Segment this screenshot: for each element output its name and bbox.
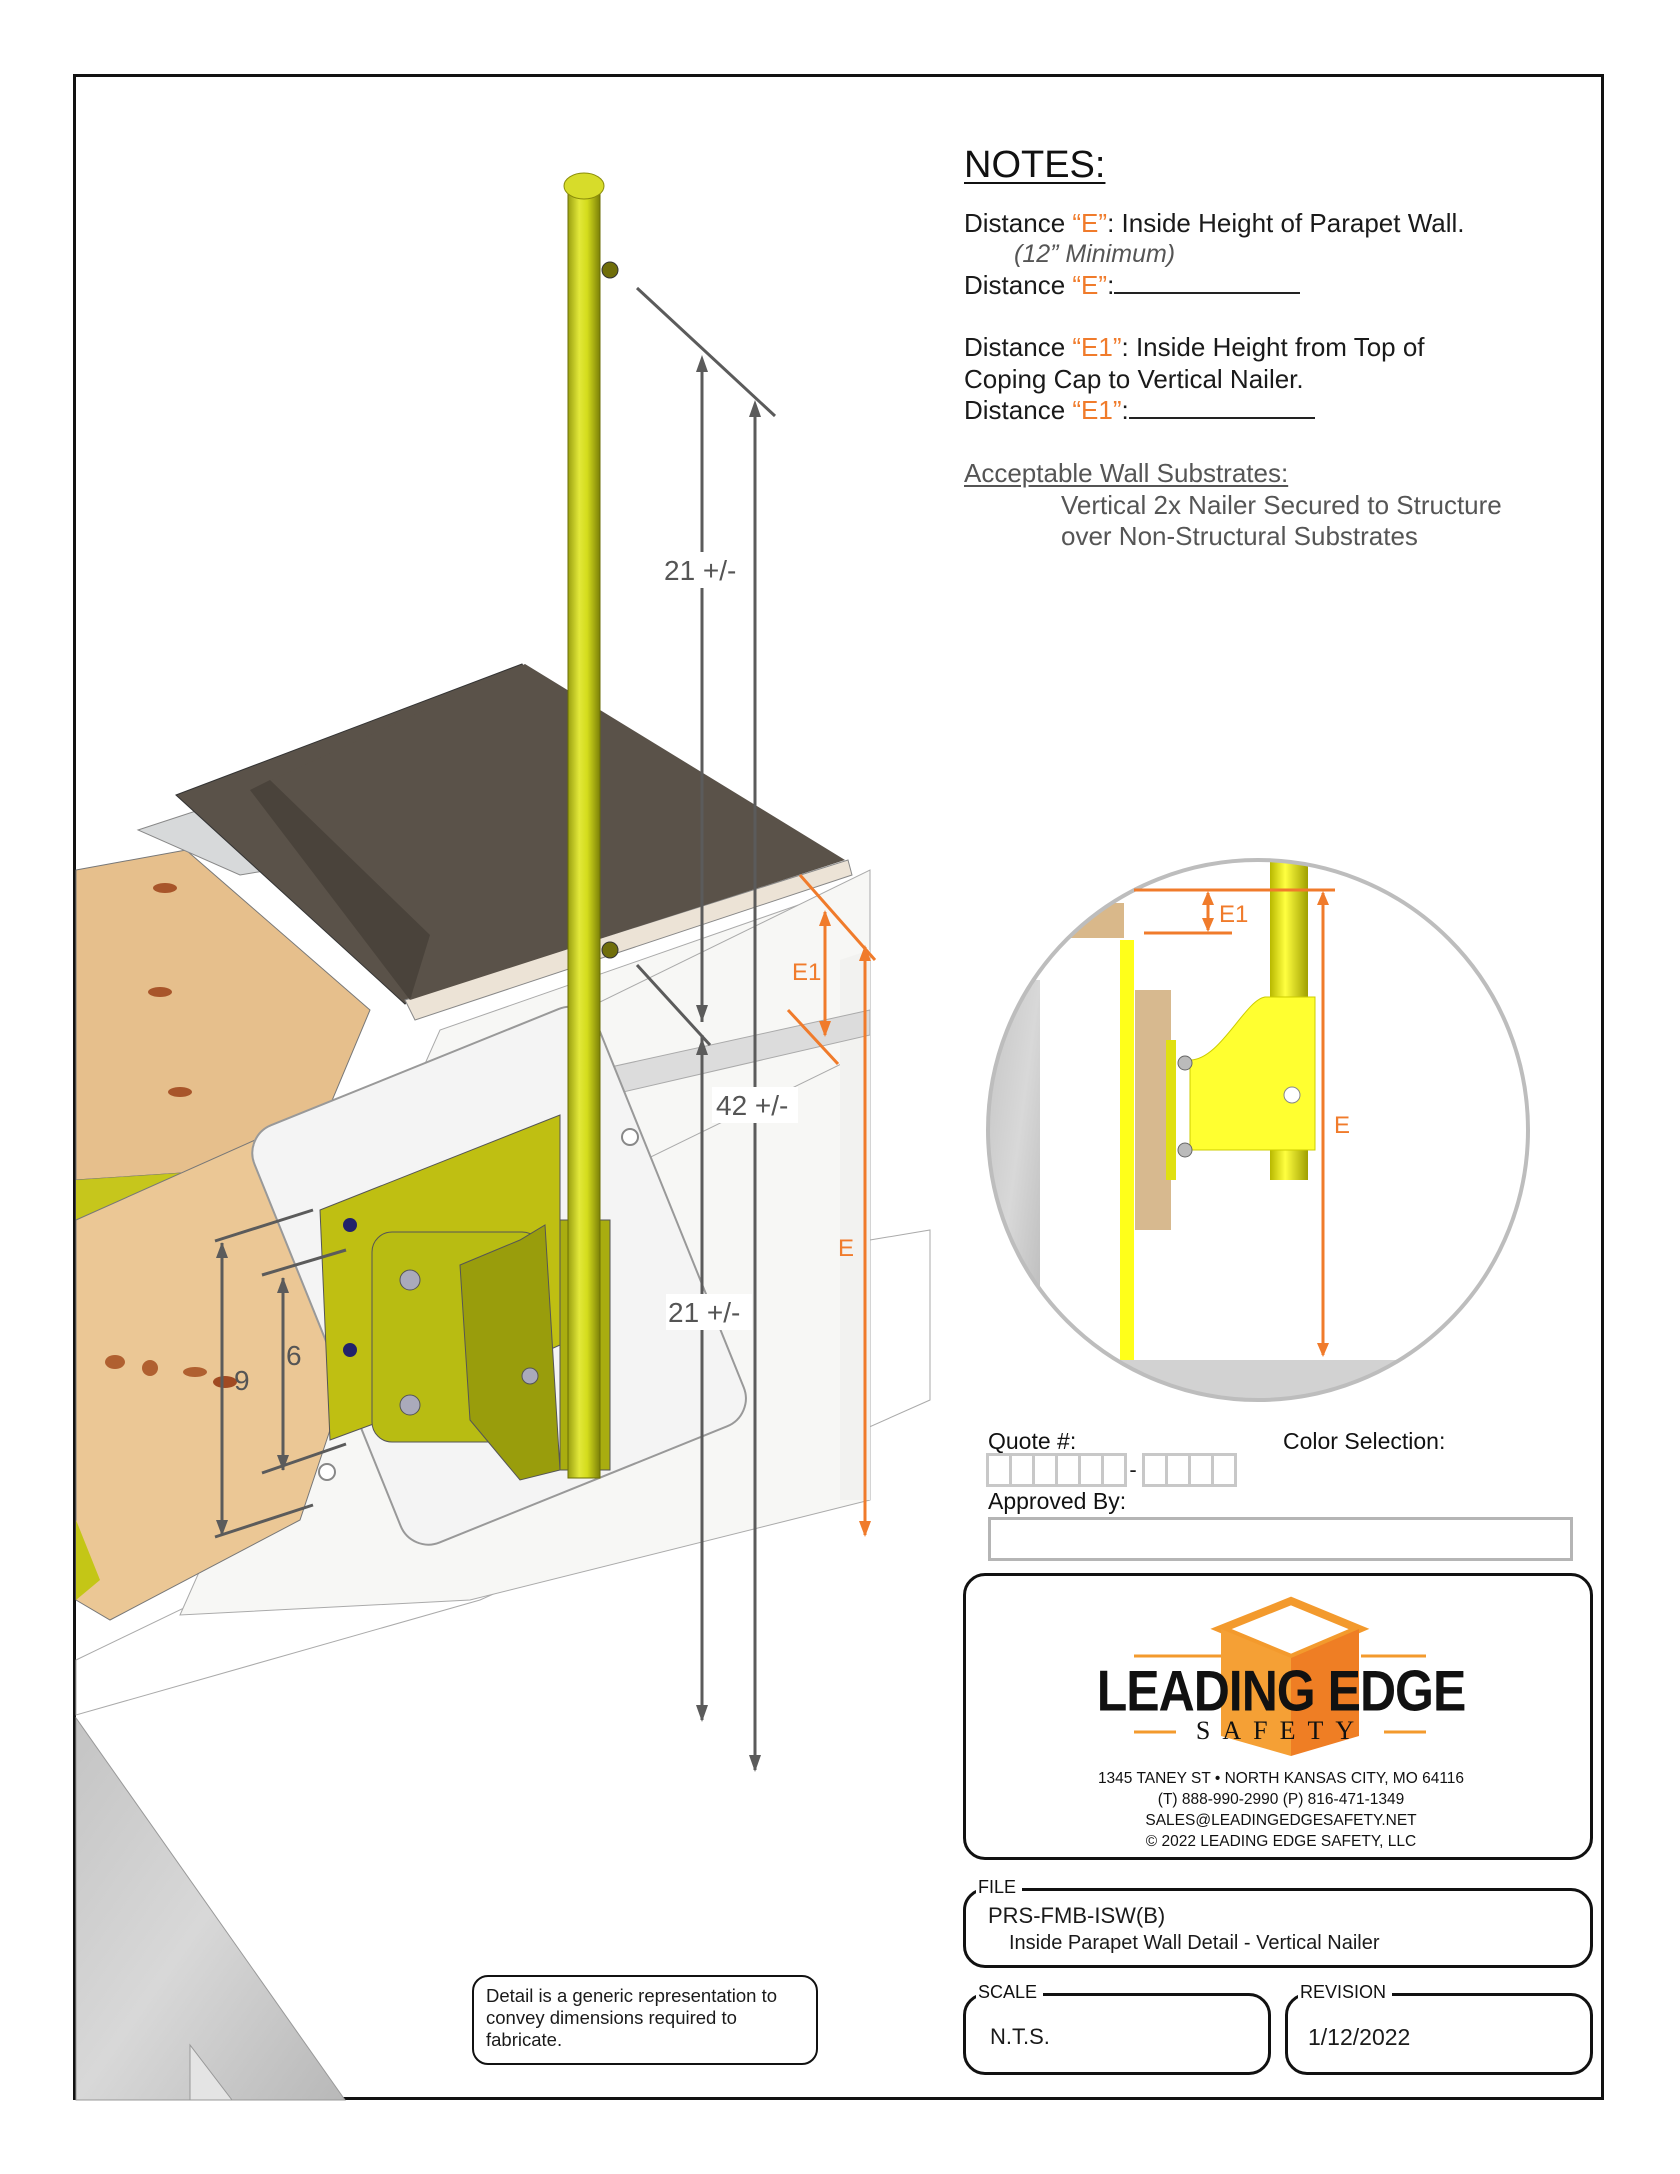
e1-fill-blank[interactable] <box>1128 397 1315 419</box>
dim-plate-outer: 9 <box>234 1365 250 1396</box>
company-logo-block: LEADING EDGE SAFETY 1345 TANEY ST • NORT… <box>963 1573 1593 1860</box>
contact-info: 1345 TANEY ST • NORTH KANSAS CITY, MO 64… <box>966 1768 1596 1852</box>
revision-box: REVISION 1/12/2022 <box>1285 1982 1593 2075</box>
file-legend: FILE <box>976 1877 1023 1898</box>
note-e-definition: Distance “E”: Inside Height of Parapet W… <box>964 208 1465 238</box>
phones: (T) 888-990-2990 (P) 816-471-1349 <box>1157 1791 1405 1808</box>
quote-dash: - <box>1129 1457 1137 1482</box>
quote-cell[interactable] <box>1211 1453 1237 1487</box>
copyright: © 2022 LEADING EDGE SAFETY, LLC <box>1145 1833 1417 1850</box>
logo-subword: SAFETY <box>1195 1716 1367 1745</box>
dim-e1-main: E1 <box>792 959 821 986</box>
revision-value: 1/12/2022 <box>1308 2024 1411 2050</box>
dim-e-main: E <box>838 1235 854 1262</box>
scale-box: SCALE N.T.S. <box>963 1982 1271 2075</box>
substrates-title: Acceptable Wall Substrates: <box>964 458 1289 488</box>
disclaimer-note: Detail is a generic representation to co… <box>472 1975 818 2065</box>
quote-cell[interactable] <box>1101 1453 1127 1487</box>
quote-cell[interactable] <box>1078 1453 1104 1487</box>
approved-by-label: Approved By: <box>988 1488 1127 1514</box>
quote-cell[interactable] <box>1032 1453 1058 1487</box>
substrates-line2: over Non-Structural Substrates <box>1061 521 1418 551</box>
logo-wordmark: LEADING EDGE <box>1096 1658 1467 1724</box>
detail-callout-circle <box>988 860 1528 1400</box>
substrates-line1: Vertical 2x Nailer Secured to Structure <box>1061 490 1502 520</box>
file-code: PRS-FMB-ISW(B) <box>988 1903 1166 1928</box>
note-e1-definition: Distance “E1”: Inside Height from Top of <box>964 332 1425 362</box>
drawing-frame <box>73 74 1604 2100</box>
quote-number-input[interactable]: - <box>986 1453 1237 1487</box>
file-box: FILE PRS-FMB-ISW(B) Inside Parapet Wall … <box>963 1877 1593 1968</box>
dim-upper-post: 21 +/- <box>664 555 736 586</box>
notes-title: NOTES: <box>964 144 1106 186</box>
revision-legend: REVISION <box>1298 1982 1393 2003</box>
e-fill-blank[interactable] <box>1114 272 1301 294</box>
note-e1-fill: Distance “E1”: <box>964 395 1315 426</box>
note-e1-definition-line2: Coping Cap to Vertical Nailer. <box>964 364 1304 394</box>
note-e-minimum: (12” Minimum) <box>1014 240 1176 268</box>
e1-quote: “E1” <box>1072 332 1122 362</box>
e-quote: “E” <box>1072 208 1108 238</box>
approved-by-input[interactable] <box>988 1517 1573 1561</box>
email: SALES@LEADINGEDGESAFETY.NET <box>1145 1812 1417 1829</box>
dim-total: 42 +/- <box>716 1090 788 1121</box>
dim-plate-inner: 6 <box>286 1340 302 1371</box>
file-description: Inside Parapet Wall Detail - Vertical Na… <box>1009 1932 1380 1954</box>
address: 1345 TANEY ST • NORTH KANSAS CITY, MO 64… <box>1097 1770 1465 1787</box>
detail-dim-e1: E1 <box>1219 901 1248 928</box>
note-e-fill: Distance “E”: <box>964 270 1301 301</box>
color-selection-label: Color Selection: <box>1283 1428 1446 1454</box>
scale-legend: SCALE <box>976 1982 1044 2003</box>
dim-lower-post: 21 +/- <box>668 1297 740 1328</box>
quote-label: Quote #: <box>988 1428 1077 1454</box>
quote-cell[interactable] <box>986 1453 1012 1487</box>
scale-value: N.T.S. <box>990 2024 1050 2049</box>
leading-edge-logo-icon <box>1134 1596 1426 1756</box>
detail-dim-e: E <box>1334 1112 1350 1139</box>
